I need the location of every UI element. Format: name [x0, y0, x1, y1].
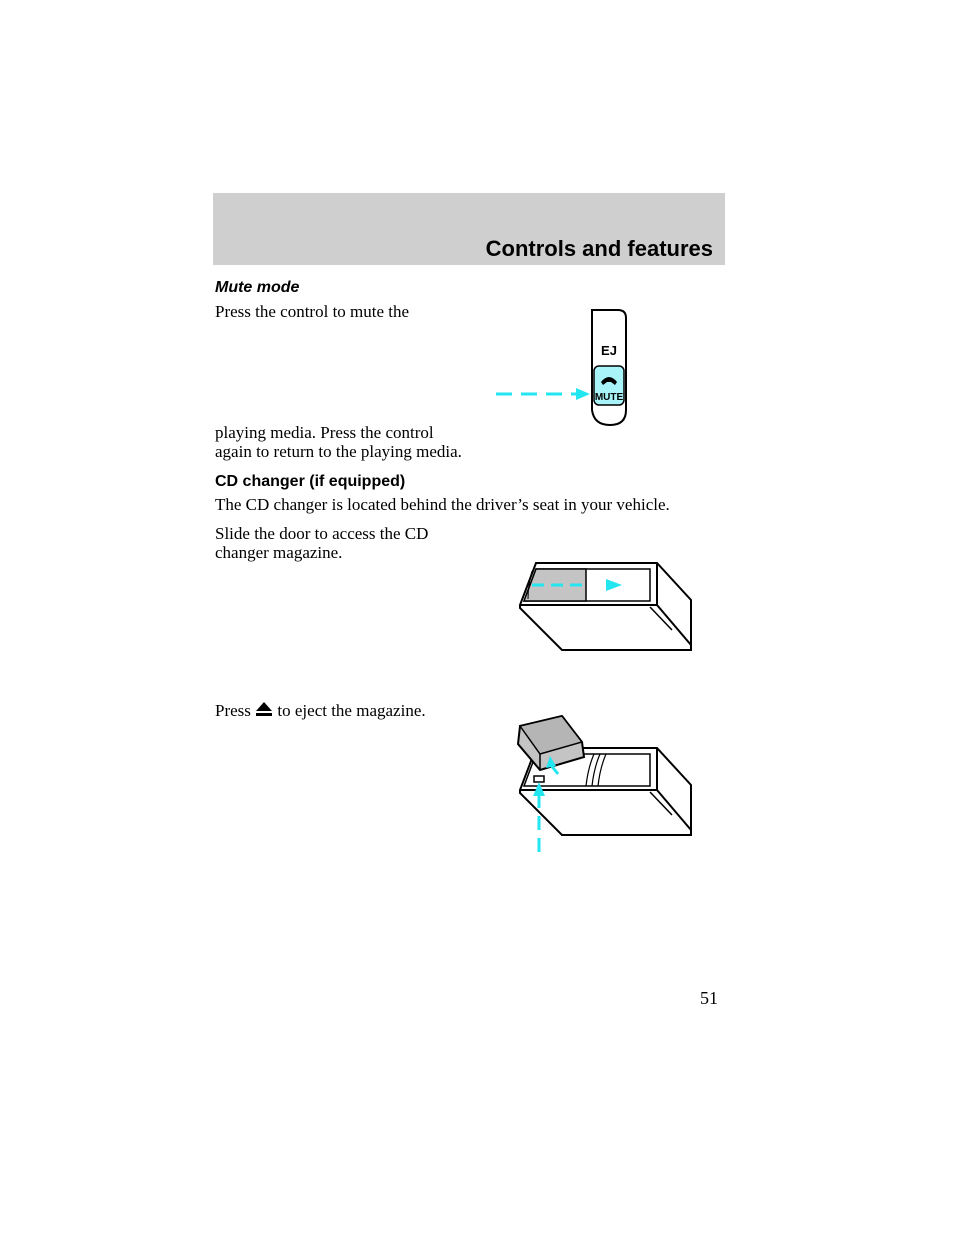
mute-button-illustration: EJ MUTE	[496, 309, 627, 427]
mute-paragraph-line-1: Press the control to mute the	[215, 302, 410, 321]
slide-door-line-1: Slide the door to access the CD	[215, 524, 429, 543]
eject-button	[533, 775, 545, 783]
header-band: Controls and features	[213, 193, 725, 265]
slide-door-line-2: changer magazine.	[215, 543, 343, 562]
cd-changer-door-illustration	[519, 562, 692, 651]
mute-label: MUTE	[595, 392, 624, 403]
cd-changer-eject-illustration	[516, 714, 692, 852]
magazine-arrow-head	[546, 756, 556, 768]
mute-key	[593, 365, 625, 406]
phone-icon	[601, 377, 617, 385]
mute-paragraph-line-3: again to return to the playing media.	[215, 442, 462, 461]
press-word: Press	[215, 701, 251, 720]
page-number: 51	[700, 988, 718, 1008]
cd-location-text: The CD changer is located behind the dri…	[215, 495, 670, 514]
eject-instruction: to eject the magazine.	[277, 701, 426, 720]
eject-icon	[256, 702, 273, 716]
slide-arrow-head	[606, 579, 622, 591]
cd-changer-heading: CD changer (if equipped)	[215, 473, 406, 490]
press-eject-text: Press to eject the magazine.	[215, 701, 426, 721]
mute-mode-heading: Mute mode	[215, 279, 300, 296]
mute-arrow-head	[576, 388, 590, 400]
eject-arrow-head	[533, 782, 545, 796]
mute-paragraph-line-2: playing media. Press the control	[215, 423, 434, 442]
section-title: Controls and features	[485, 236, 713, 261]
ej-label: EJ	[601, 343, 617, 358]
